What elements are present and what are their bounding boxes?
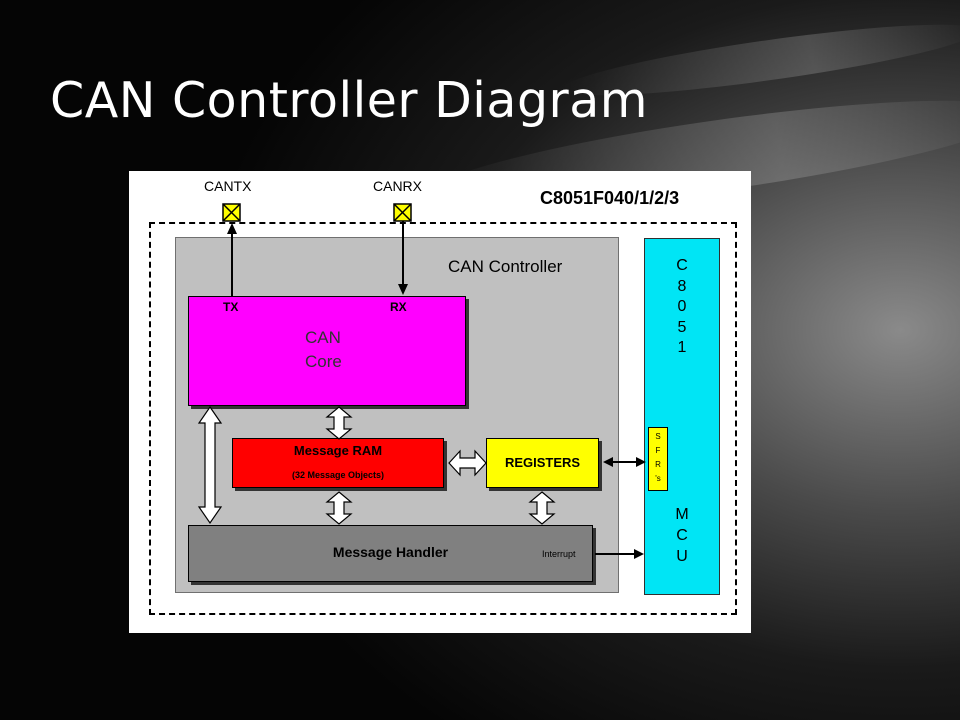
- message-handler-block: [188, 525, 593, 582]
- interrupt-label: Interrupt: [542, 549, 576, 559]
- slide-title: CAN Controller Diagram: [50, 72, 648, 129]
- interrupt-arrow: [595, 549, 644, 559]
- sfr-block: [648, 427, 668, 491]
- sfr-letter: S: [655, 432, 661, 441]
- sfr-letter: 's: [655, 474, 661, 483]
- mcu-letter: U: [676, 548, 688, 565]
- message-ram-title: Message RAM: [293, 443, 383, 458]
- message-ram-subtitle: (32 Message Objects): [291, 470, 385, 480]
- registers-label: REGISTERS: [504, 455, 581, 470]
- can-core-line1: CAN: [305, 328, 341, 347]
- chip-boundary: [149, 222, 737, 615]
- ram-registers-arrow: [448, 449, 487, 477]
- tx-arrow: [227, 223, 237, 296]
- mcu-part-number: C 8 0 5 1: [644, 256, 720, 359]
- mcu-letter: 1: [677, 339, 687, 356]
- sfr-letter: F: [655, 446, 661, 455]
- can-controller-diagram: CANTX CANRX C8051F040/1/2/3 CAN Controll…: [129, 171, 751, 633]
- tx-label: TX: [223, 300, 239, 314]
- sfrs-label: S F R 's: [648, 430, 668, 486]
- mcu-block: [644, 238, 720, 595]
- can-core-line2: Core: [305, 352, 342, 371]
- can-controller-label: CAN Controller: [448, 257, 563, 276]
- registers-handler-arrow: [528, 491, 556, 525]
- mcu-letter: 5: [677, 318, 687, 336]
- mcu-letter: M: [675, 506, 689, 523]
- cantx-label: CANTX: [204, 178, 252, 194]
- message-handler-label: Message Handler: [332, 544, 449, 560]
- core-handler-arrow: [197, 405, 223, 525]
- core-ram-arrow: [325, 406, 353, 440]
- registers-sfr-arrow: [603, 457, 646, 467]
- cantx-pin: [222, 203, 241, 222]
- sfr-letter: R: [655, 460, 661, 469]
- diagram-connectors: [197, 203, 646, 559]
- mcu-letter: 8: [677, 277, 687, 295]
- ram-handler-arrow: [325, 491, 353, 525]
- mcu-letter: C: [676, 257, 688, 274]
- rx-arrow: [398, 221, 408, 295]
- mcu-letter: 0: [677, 298, 687, 315]
- mcu-letter: C: [676, 527, 688, 544]
- rx-label: RX: [390, 300, 407, 314]
- chip-label: C8051F040/1/2/3: [540, 188, 680, 208]
- canrx-pin: [393, 203, 412, 222]
- canrx-label: CANRX: [373, 178, 423, 194]
- can-core-block: [188, 296, 466, 406]
- mcu-label: M C U: [644, 504, 720, 567]
